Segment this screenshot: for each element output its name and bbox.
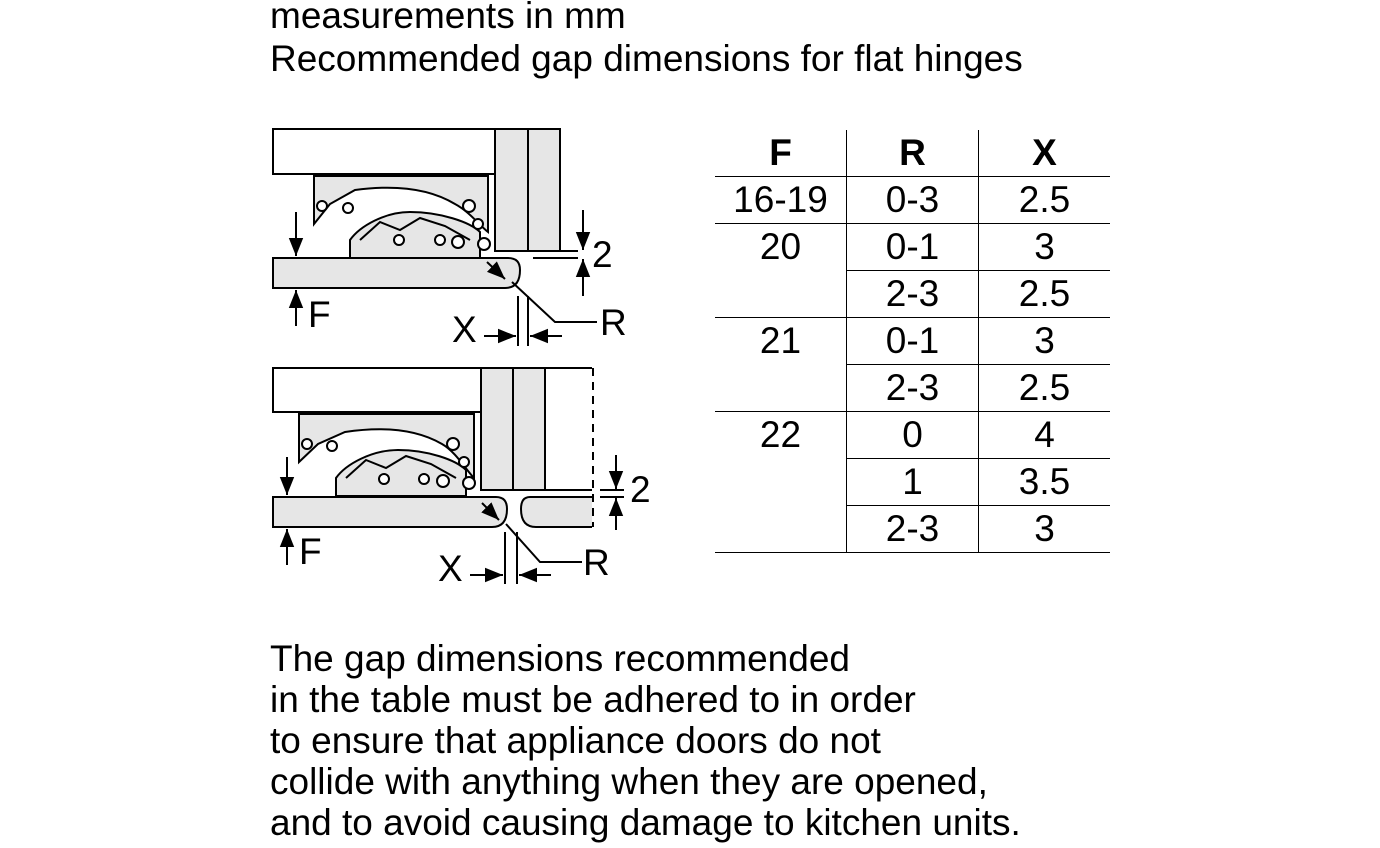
f-value: 16-19 [733, 179, 828, 220]
bottom-gap-label: 2 [630, 469, 651, 510]
top-hinge-diagram [272, 128, 597, 346]
r-value: 0 [846, 411, 979, 459]
x-value: 2.5 [978, 364, 1110, 412]
r-value: 2-3 [846, 505, 979, 553]
r-value: 0-1 [846, 223, 979, 271]
table-row: 2-3 3 [715, 505, 1110, 553]
table-row: 21 0-1 3 [715, 317, 1110, 412]
table-row: 16-19 0-3 2.5 [715, 176, 1110, 224]
appliance-door [272, 257, 522, 289]
column-header-x: X [978, 130, 1110, 177]
note-line: The gap dimensions recommended [270, 638, 850, 679]
side-wall [480, 367, 514, 491]
r-value: 1 [846, 458, 979, 506]
usage-notes: The gap dimensions recommended in the ta… [270, 638, 1021, 843]
bottom-x-label: X [438, 548, 463, 589]
gap-dimensions-table: F R X 16-19 0-3 2.5 20 0-1 3 2-3 2.5 21 … [715, 130, 1110, 553]
side-wall [527, 128, 561, 252]
table-row: 2-3 2.5 [715, 270, 1110, 318]
adjacent-door [519, 496, 592, 528]
f-value: 20 [759, 226, 802, 267]
r-value: 0-1 [846, 317, 979, 365]
carcass-panel [272, 367, 482, 413]
top-x-label: X [452, 309, 477, 350]
r-value: 2-3 [846, 270, 979, 318]
f-value: 21 [759, 320, 802, 361]
x-value: 3.5 [978, 458, 1110, 506]
r-value: 2-3 [846, 364, 979, 412]
note-line: to ensure that appliance doors do not [270, 720, 881, 761]
side-wall [512, 367, 546, 491]
bottom-hinge-diagram [272, 367, 624, 584]
table-row: 22 0 4 [715, 411, 1110, 553]
bottom-f-label: F [299, 531, 322, 572]
table-row: 20 0-1 3 [715, 223, 1110, 318]
table-header-row: F R X [715, 130, 1110, 177]
appliance-door [272, 496, 509, 528]
side-wall [494, 128, 529, 252]
carcass-panel [272, 128, 496, 175]
x-value: 2.5 [978, 270, 1110, 318]
top-gap-label: 2 [592, 234, 613, 275]
screw-hole [316, 200, 328, 212]
note-line: collide with anything when they are open… [270, 761, 988, 802]
diagram-title: Recommended gap dimensions for flat hing… [270, 38, 1023, 79]
table-row: 1 3.5 [715, 458, 1110, 506]
x-value: 2.5 [978, 176, 1110, 224]
hinge-body [298, 413, 475, 481]
x-value: 3 [978, 317, 1110, 365]
column-header-f: F [715, 130, 847, 177]
f-value: 22 [759, 414, 802, 455]
table-row: 2-3 2.5 [715, 364, 1110, 412]
measurement-unit-note: measurements in mm [270, 0, 626, 36]
note-line: and to avoid causing damage to kitchen u… [270, 802, 1021, 843]
r-value: 0-3 [846, 176, 979, 224]
top-r-label: R [600, 302, 627, 343]
bottom-r-label: R [583, 542, 610, 583]
top-f-label: F [308, 294, 331, 335]
note-line: in the table must be adhered to in order [270, 679, 916, 720]
x-value: 4 [978, 411, 1110, 459]
x-value: 3 [978, 505, 1110, 553]
column-header-r: R [846, 130, 979, 177]
x-value: 3 [978, 223, 1110, 271]
